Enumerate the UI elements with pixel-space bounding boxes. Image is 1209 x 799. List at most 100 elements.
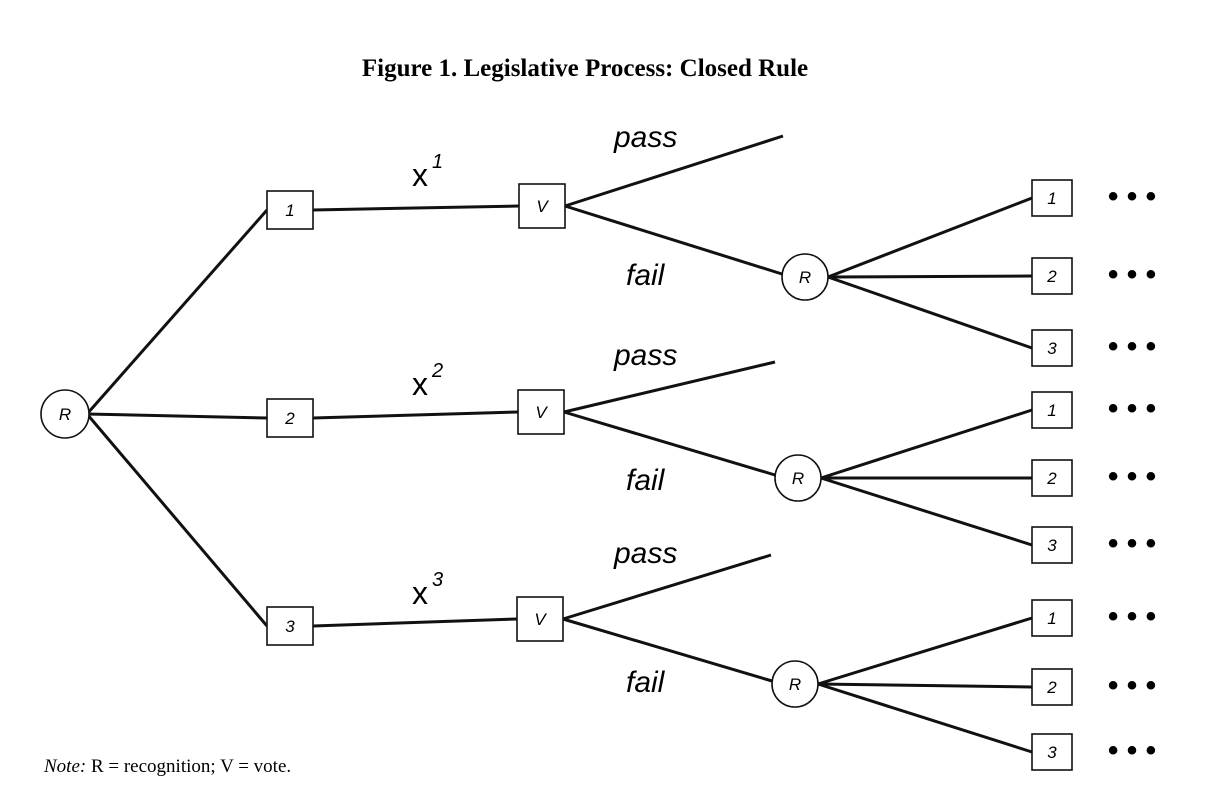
proposer-2-node: 2: [266, 398, 314, 438]
proposer-3-vote-node: V: [516, 596, 564, 642]
proposer-3-next-2-node-label: 2: [1046, 678, 1057, 697]
proposer-3-node: 3: [266, 606, 314, 646]
proposer-2-next-1-edge: [820, 408, 1033, 480]
proposer-1-node-label: 1: [285, 201, 294, 220]
proposer-1-recognition-node: R: [781, 253, 829, 301]
proposer-3-next-1-node-box: [1031, 599, 1073, 637]
proposer-1-vote-node-box: [518, 183, 566, 229]
proposer-3-next-2-edge: [817, 682, 1033, 689]
proposer-2-next-2-continuation: • • •: [1108, 460, 1156, 493]
proposer-1-next-2-edge: [827, 274, 1033, 279]
proposer-3-proposal-edge: [312, 617, 518, 628]
proposer-1-proposal-edge: [312, 204, 520, 212]
proposer-2-fail-edge: [563, 410, 776, 477]
proposer-1-vote-node: V: [518, 183, 566, 229]
proposer-2-pass-edge: [563, 360, 776, 414]
proposer-2-next-1-node-box: [1031, 391, 1073, 429]
proposer-2-next-3-edge: [820, 476, 1033, 547]
proposer-1-recognition-node-label: R: [799, 268, 811, 287]
proposer-2-pass-label: pass: [613, 339, 677, 372]
proposer-1-node-box: [266, 190, 314, 230]
proposer-2-next-2-node: 2: [1031, 459, 1073, 497]
proposer-3-edge: [85, 413, 269, 627]
proposer-3-next-3-edge: [817, 682, 1033, 754]
proposer-1-pass-edge: [564, 134, 784, 208]
proposer-3-proposal-superscript: 3: [432, 569, 443, 591]
proposer-2-next-1-continuation: • • •: [1108, 392, 1156, 425]
proposer-2-proposal-edge: [312, 410, 519, 420]
proposer-2-next-2-node-label: 2: [1046, 469, 1057, 488]
proposer-1-next-1-node-box: [1031, 179, 1073, 217]
proposer-2-node-box: [266, 398, 314, 438]
proposer-2-vote-node-label: V: [535, 403, 548, 422]
proposer-1-fail-edge: [564, 204, 783, 276]
proposer-3-next-1-node: 1: [1031, 599, 1073, 637]
proposer-3-pass-label: pass: [613, 537, 677, 570]
proposer-3-pass-edge: [562, 553, 772, 621]
proposer-1-vote-node-label: V: [536, 197, 549, 216]
note-prefix: Note:: [43, 756, 86, 777]
proposer-3-fail-edge: [562, 617, 773, 683]
proposer-2-next-2-node-box: [1031, 459, 1073, 497]
proposer-1-next-2-node: 2: [1031, 257, 1073, 295]
root-recognition-node-label: R: [59, 405, 71, 424]
proposer-2-vote-node-box: [517, 389, 565, 435]
proposer-3-next-3-continuation: • • •: [1108, 734, 1156, 767]
figure-title: Figure 1. Legislative Process: Closed Ru…: [362, 55, 808, 82]
proposer-3-next-3-node: 3: [1031, 733, 1073, 771]
proposer-2-fail-label: fail: [626, 464, 666, 497]
proposer-3-vote-node-label: V: [534, 610, 547, 629]
proposer-3-next-1-edge: [817, 616, 1033, 686]
proposer-3-vote-node-box: [516, 596, 564, 642]
proposer-2-recognition-node-circle: [774, 454, 822, 502]
proposer-2-next-3-node-box: [1031, 526, 1073, 564]
root-recognition-node: R: [40, 389, 90, 439]
proposer-1-next-3-node-label: 3: [1047, 339, 1057, 358]
proposer-3-node-label: 3: [285, 617, 295, 636]
proposer-2-proposal-superscript: 2: [431, 360, 443, 382]
proposer-1-next-1-edge: [827, 196, 1033, 279]
proposer-2-edge: [86, 412, 268, 420]
proposer-3-node-box: [266, 606, 314, 646]
proposer-2-next-3-node-label: 3: [1047, 536, 1057, 555]
proposer-2-vote-node: V: [517, 389, 565, 435]
proposer-1-pass-label: pass: [613, 121, 677, 154]
proposer-2-next-1-node-label: 1: [1047, 401, 1056, 420]
proposer-3-recognition-node-label: R: [789, 675, 801, 694]
proposer-1-fail-label: fail: [626, 259, 666, 292]
proposer-3-next-1-continuation: • • •: [1108, 600, 1156, 633]
proposer-1-node: 1: [266, 190, 314, 230]
proposer-3-next-2-node-box: [1031, 668, 1073, 706]
proposer-2-next-3-node: 3: [1031, 526, 1073, 564]
proposer-2-next-3-continuation: • • •: [1108, 527, 1156, 560]
proposer-2-recognition-node: R: [774, 454, 822, 502]
proposer-1-next-1-node: 1: [1031, 179, 1073, 217]
proposer-1-next-1-continuation: • • •: [1108, 180, 1156, 213]
proposer-1-next-3-node-box: [1031, 329, 1073, 367]
proposer-1-edge: [85, 209, 269, 415]
proposer-1-next-3-edge: [827, 275, 1033, 350]
proposer-3-next-2-node: 2: [1031, 668, 1073, 706]
proposer-1-next-3-continuation: • • •: [1108, 330, 1156, 363]
figure-note: Note: R = recognition; V = vote.: [43, 756, 291, 777]
note-body: R = recognition; V = vote.: [86, 756, 291, 777]
proposer-3-recognition-node-circle: [771, 660, 819, 708]
proposer-2-node-label: 2: [284, 409, 295, 428]
proposer-3-next-1-node-label: 1: [1047, 609, 1056, 628]
proposer-3-fail-label: fail: [626, 666, 666, 699]
root-recognition-node-circle: [40, 389, 90, 439]
proposer-1-next-2-continuation: • • •: [1108, 258, 1156, 291]
proposer-1-next-3-node: 3: [1031, 329, 1073, 367]
proposer-1-proposal-superscript: 1: [432, 151, 443, 173]
proposer-3-next-2-continuation: • • •: [1108, 669, 1156, 702]
proposer-3-recognition-node: R: [771, 660, 819, 708]
edges: [85, 134, 1033, 754]
proposer-2-next-1-node: 1: [1031, 391, 1073, 429]
proposer-1-next-2-node-box: [1031, 257, 1073, 295]
